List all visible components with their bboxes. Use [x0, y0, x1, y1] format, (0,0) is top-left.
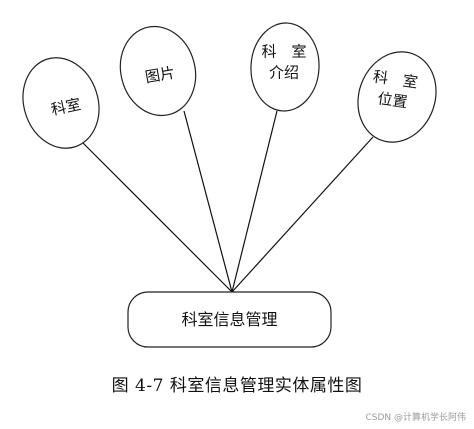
attribute-ellipse: [22, 57, 100, 149]
connector-weizhi: [231, 136, 374, 293]
attribute-ellipse: [250, 22, 320, 112]
attribute-jieshao: 科 室介绍: [250, 22, 320, 112]
attribute-weizhi: 科 室位置: [357, 51, 437, 143]
connector-lines: [79, 110, 374, 293]
attribute-keshi: 科室: [22, 57, 100, 149]
attribute-label: 科 室: [261, 43, 306, 61]
connector-jieshao: [231, 110, 278, 293]
attribute-label: 介绍: [269, 64, 299, 82]
attribute-ellipses: 科室图片科 室介绍科 室位置: [22, 22, 437, 149]
attribute-ellipse: [357, 51, 437, 143]
entity-rect: [127, 291, 332, 348]
attribute-label: 图片: [144, 64, 177, 87]
attribute-label: 科室: [49, 95, 82, 119]
connector-tupian: [183, 110, 233, 293]
attribute-ellipse: [119, 25, 197, 117]
attribute-tupian: 图片: [119, 25, 197, 117]
watermark: CSDN @计算机学长阿伟: [365, 413, 466, 423]
connector-keshi: [79, 139, 233, 293]
figure-caption: 图 4-7 科室信息管理实体属性图: [111, 376, 363, 396]
attribute-label: 位置: [376, 89, 408, 111]
entity-label: 科室信息管理: [181, 310, 277, 329]
entity-box: 科室信息管理: [127, 291, 332, 348]
